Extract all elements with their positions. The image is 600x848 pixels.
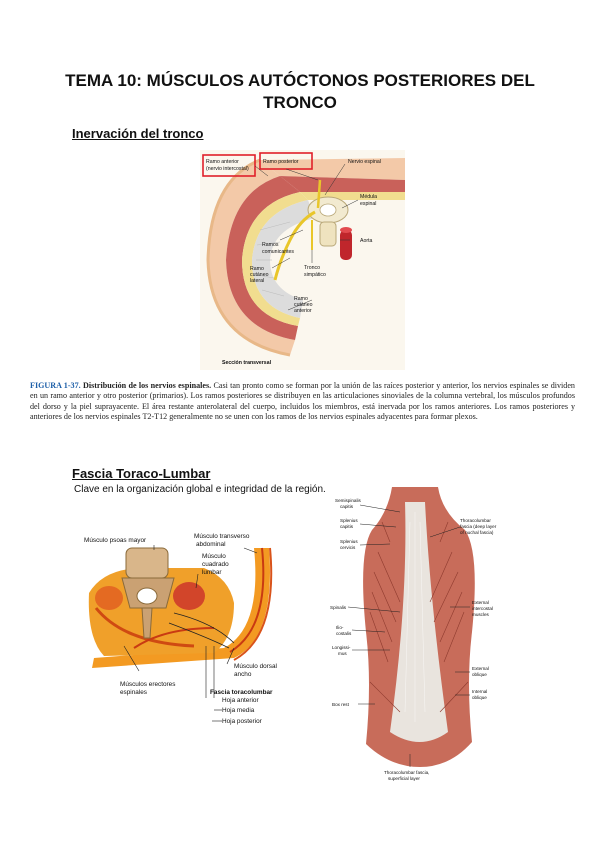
innervation-figure: Ramo anterior (nervio intercostal) Ramo …: [200, 150, 405, 370]
label-ramo-cut-ant-3: anterior: [294, 308, 312, 314]
caption-lead: Distribución de los nervios espinales.: [82, 381, 212, 390]
label-semispinalis-1: Semispinalis: [335, 498, 361, 503]
label-semispinalis-2: capitis: [340, 504, 354, 509]
label-ext-oblique-1: External: [472, 666, 489, 671]
label-hoja-posterior: Hoja posterior: [222, 718, 263, 725]
label-tl-bottom-2: superficial layer: [388, 776, 420, 781]
label-hoja-media: Hoja media: [222, 707, 255, 714]
label-ramo-cut-lat-3: lateral: [250, 278, 264, 284]
label-tl-bottom-1: Thoracolumbar fascia,: [384, 770, 429, 775]
label-seccion: Sección transversal: [222, 360, 272, 366]
label-medula: Médula: [360, 194, 377, 200]
fascia-cross-section-figure: Músculo psoas mayor Músculo transverso a…: [84, 528, 299, 733]
label-splenius-cap-2: capitis: [340, 524, 354, 529]
label-simpatico: simpático: [304, 272, 326, 278]
label-hoja-anterior: Hoja anterior: [222, 697, 259, 704]
label-longissimus-1: Longissi-: [332, 645, 351, 650]
label-cuadrado-3: lumbar: [202, 569, 222, 576]
label-int-oblique-2: oblique: [472, 695, 487, 700]
caption-text: Casi tan pronto como se forman por la un…: [30, 381, 575, 422]
label-ext-intercostal-2: intercostal: [472, 606, 493, 611]
label-espinal: espinal: [360, 201, 376, 207]
caption-label: FIGURA 1-37.: [30, 381, 81, 390]
label-splenius-cerv-2: cervicis: [340, 545, 356, 550]
label-transverso-1: Músculo transverso: [194, 533, 250, 540]
label-ext-oblique-2: oblique: [472, 672, 487, 677]
label-cuadrado-2: cuadrado: [202, 561, 229, 568]
section-heading-fascia: Fascia Toraco-Lumbar: [72, 466, 211, 481]
label-nervio-espinal: Nervio espinal: [348, 159, 381, 165]
back-muscles-figure: Semispinalis capitis Splenius capitis Sp…: [330, 482, 510, 792]
label-ramo-cut-lat-1: Ramo: [250, 266, 264, 272]
label-thoracolumbar-2: fascia (deep layer: [460, 524, 497, 529]
label-splenius-cap-1: Splenius: [340, 518, 358, 523]
figure-caption: FIGURA 1-37. Distribución de los nervios…: [30, 381, 575, 423]
label-erectores-2: espinales: [120, 689, 147, 696]
label-longissimus-2: mus: [338, 651, 347, 656]
label-ilio-2: costalis: [336, 631, 352, 636]
label-ilio-1: Ilio-: [336, 625, 344, 630]
label-box-rest: Box rest: [332, 702, 350, 707]
label-dorsal-1: Músculo dorsal: [234, 663, 277, 670]
label-comunicantes: comunicantes: [262, 249, 294, 255]
label-ramo-cut-ant-2: cutáneo: [294, 302, 313, 308]
label-thoracolumbar-1: Thoracolumbar: [460, 518, 491, 523]
label-nervio-intercostal: (nervio intercostal): [206, 166, 249, 172]
label-ramo-cut-ant-1: Ramo: [294, 296, 308, 302]
label-thoracolumbar-3: of nuchal fascia): [460, 530, 494, 535]
label-spinalis: Spinalis: [330, 605, 347, 610]
label-ext-intercostal-3: muscles: [472, 612, 490, 617]
label-aorta: Aorta: [360, 238, 373, 244]
section-heading-innervation: Inervación del tronco: [72, 126, 204, 141]
label-erectores-1: Músculos erectores: [120, 681, 175, 688]
label-transverso-2: abdominal: [196, 541, 226, 548]
label-tronco: Tronco: [304, 265, 320, 271]
label-ramos: Ramos: [262, 242, 279, 248]
section-subtext: Clave en la organización global e integr…: [74, 484, 326, 495]
label-fascia: Fascia toracolumbar: [210, 689, 273, 696]
label-int-oblique-1: Internal: [472, 689, 487, 694]
label-dorsal-2: ancho: [234, 671, 252, 678]
label-ramo-posterior: Ramo posterior: [263, 159, 299, 165]
label-cuadrado-1: Músculo: [202, 553, 226, 560]
page-title: TEMA 10: MÚSCULOS AUTÓCTONOS POSTERIORES…: [65, 71, 535, 112]
label-ramo-anterior: Ramo anterior: [206, 159, 239, 165]
label-splenius-cerv-1: Splenius: [340, 539, 358, 544]
label-ext-intercostal-1: External: [472, 600, 489, 605]
label-ramo-cut-lat-2: cutáneo: [250, 272, 269, 278]
label-psoas: Músculo psoas mayor: [84, 537, 147, 544]
